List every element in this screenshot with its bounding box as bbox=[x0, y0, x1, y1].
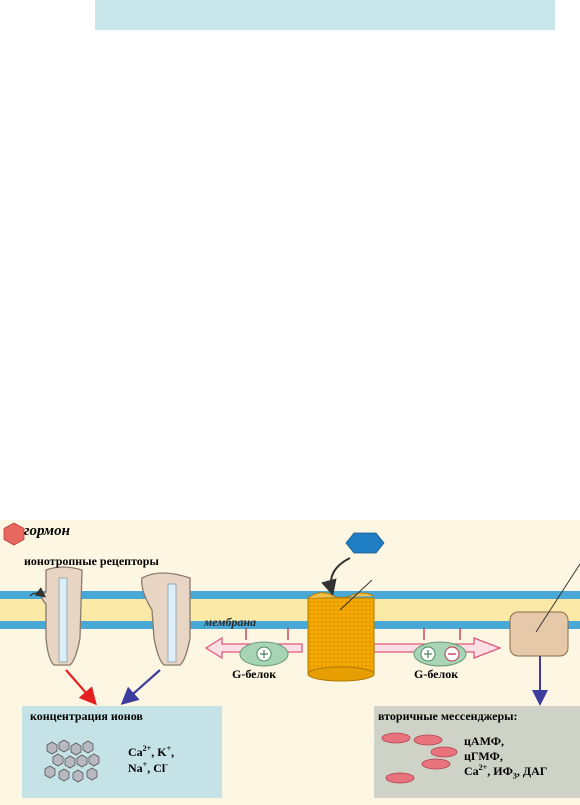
messenger-list: цАМФ, цГМФ, Ca2+, ИФ3, ДАГ bbox=[464, 734, 548, 781]
binding-curved-arrow bbox=[321, 557, 351, 596]
membrane-label: мембрана bbox=[204, 615, 257, 629]
ion-concentration-box: концентрация ионов Ca2+, K+, Na+, Cl- bbox=[22, 706, 222, 798]
g-protein-anchors bbox=[245, 628, 461, 640]
hormone-label: гормон bbox=[24, 523, 70, 539]
g-protein-left bbox=[239, 641, 289, 667]
ion-list: Ca2+, K+, Na+, Cl- bbox=[128, 744, 175, 776]
ion-cluster-icon bbox=[44, 739, 100, 783]
red-arrow bbox=[65, 669, 97, 706]
second-messengers-box: вторичные мессенджеры: цАМФ, цГМФ, Ca2+,… bbox=[374, 706, 580, 798]
hormone-hexagon-icon bbox=[3, 522, 25, 546]
top-header-bar bbox=[95, 0, 555, 30]
signal-transduction-diagram: гормон ионотропные рецепторы мембрана G-… bbox=[0, 520, 580, 805]
g-protein-left-label: G-белок bbox=[232, 667, 277, 681]
messenger-blobs-icon bbox=[381, 732, 458, 784]
g-protein-right bbox=[413, 641, 467, 667]
membrane-bilayer bbox=[0, 591, 580, 629]
ion-box-title: концентрация ионов bbox=[30, 709, 143, 723]
ionotropic-receptor-2 bbox=[141, 572, 191, 666]
ionotropic-receptor-1 bbox=[29, 566, 83, 666]
messenger-box-title: вторичные мессенджеры: bbox=[378, 709, 518, 723]
metabotropic-receptor-cylinder bbox=[307, 579, 375, 682]
blue-arrow bbox=[120, 669, 161, 705]
g-protein-right-label: G-белок bbox=[414, 667, 459, 681]
ionotropic-receptors-label: ионотропные рецепторы bbox=[24, 554, 159, 568]
effector-enzyme bbox=[509, 563, 580, 706]
hormone-blue-hexagon-icon bbox=[345, 532, 385, 554]
diagram-graphics bbox=[0, 522, 580, 706]
